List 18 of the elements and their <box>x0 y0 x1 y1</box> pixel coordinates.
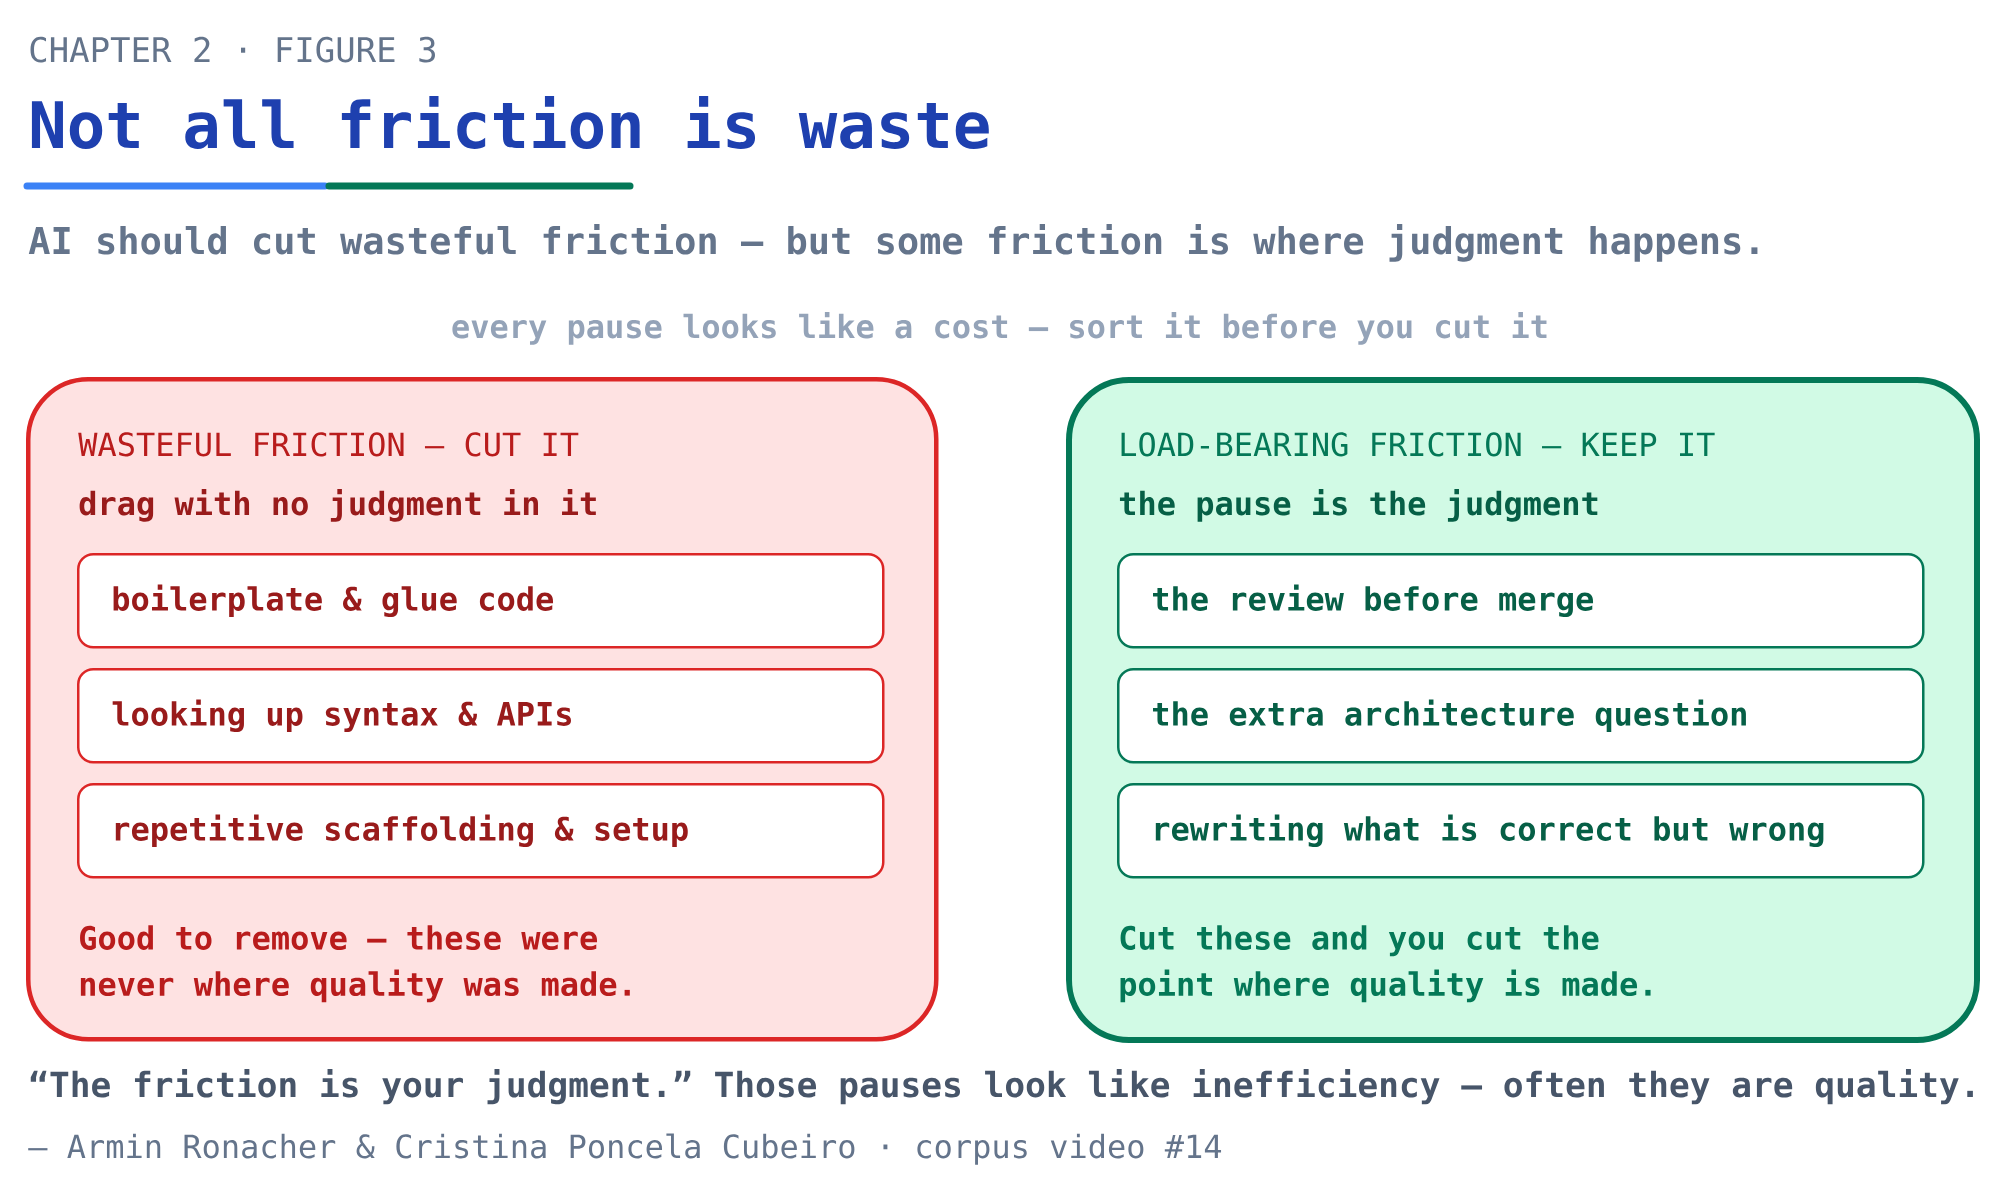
panel-heading: LOAD-BEARING FRICTION — KEEP IT <box>1121 432 1715 457</box>
panel-subheading: the pause is the judgment <box>1119 489 1598 522</box>
item-box: the extra architecture question <box>1117 668 1925 764</box>
tagline: every pause looks like a cost — sort it before you cut it <box>452 312 1547 345</box>
panel-heading: WASTEFUL FRICTION — CUT IT <box>78 432 579 457</box>
item-box: repetitive scaffolding & setup <box>77 783 885 879</box>
item-box: the review before merge <box>1117 553 1925 649</box>
item-box: looking up syntax & APIs <box>77 668 885 764</box>
quote: “The friction is your judgment.” Those pauses look like inefficiency — often they are quality. <box>30 1068 1973 1105</box>
chapter-label: CHAPTER 2 · FIGURE 3 <box>30 36 435 63</box>
item-box: boilerplate & glue code <box>77 553 885 649</box>
title: Not all friction is waste <box>31 95 989 149</box>
item-box: rewriting what is correct but wrong <box>1117 783 1925 879</box>
attribution: — Armin Ronacher & Cristina Poncela Cubeiro · corpus video #14 <box>28 1133 1222 1165</box>
panel-note: Cut these and you cut the point where quality is made. <box>1120 925 1651 1003</box>
panel-note: Good to remove — these were never where quality was made. <box>80 925 630 1003</box>
panel-subheading: drag with no judgment in it <box>79 489 596 522</box>
subtitle: AI should cut wasteful friction — but some friction is where judgment happens. <box>28 223 1758 262</box>
